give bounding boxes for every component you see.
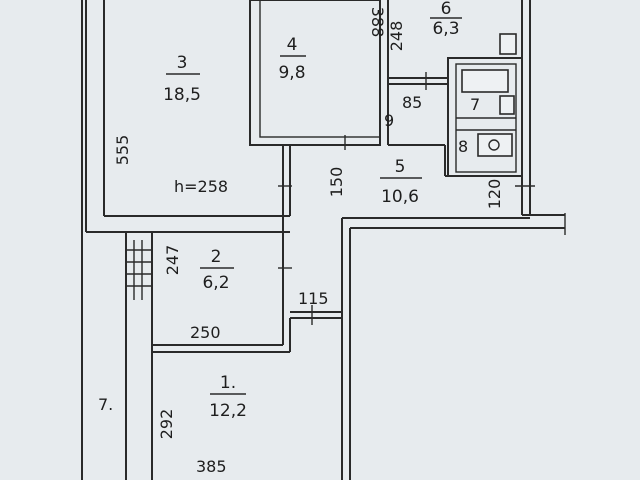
outer-wall-left — [81, 0, 87, 480]
corridor-walls — [282, 0, 448, 320]
dimension-248: 248 — [387, 21, 406, 52]
room-4-walls — [249, 0, 381, 146]
room-4-area: 9,8 — [278, 63, 305, 83]
dimension-85: 85 — [402, 93, 422, 112]
stair-marks — [126, 240, 152, 300]
dimension-555: 555 — [113, 135, 132, 166]
room-3-number: 3 — [177, 53, 188, 73]
room-5-area: 10,6 — [381, 187, 419, 207]
room-8-label: 8 — [458, 137, 468, 156]
dimension-150: 150 — [327, 167, 346, 198]
dimension-247: 247 — [163, 245, 182, 276]
dimension-115: 115 — [298, 289, 329, 308]
room-3-area: 18,5 — [163, 85, 201, 105]
room-6-area: 6,3 — [432, 19, 459, 39]
dimension-292: 292 — [157, 409, 176, 440]
room-4-number: 4 — [287, 35, 298, 55]
room-1-area: 12,2 — [209, 401, 247, 421]
dimension-385: 385 — [196, 457, 227, 476]
room-9-label: 9 — [384, 111, 394, 130]
bathroom-block — [444, 0, 531, 215]
room-7-small-label: 7 — [470, 95, 480, 114]
dimension-250: 250 — [190, 323, 221, 342]
room-2-number: 2 — [211, 247, 222, 267]
dimension-120: 120 — [485, 179, 504, 210]
dimension-ticks — [278, 72, 535, 325]
rooms-1-2-walls — [125, 232, 342, 480]
room-6-number: 6 — [441, 0, 452, 19]
lower-walls — [341, 213, 566, 480]
dimension-388: 388 — [368, 7, 387, 38]
room-5-number: 5 — [395, 157, 406, 177]
ceiling-height-label: h=258 — [174, 177, 228, 196]
room-7-label: 7. — [98, 395, 113, 414]
room-2-area: 6,2 — [202, 273, 229, 293]
room-1-number: 1. — [220, 373, 236, 393]
